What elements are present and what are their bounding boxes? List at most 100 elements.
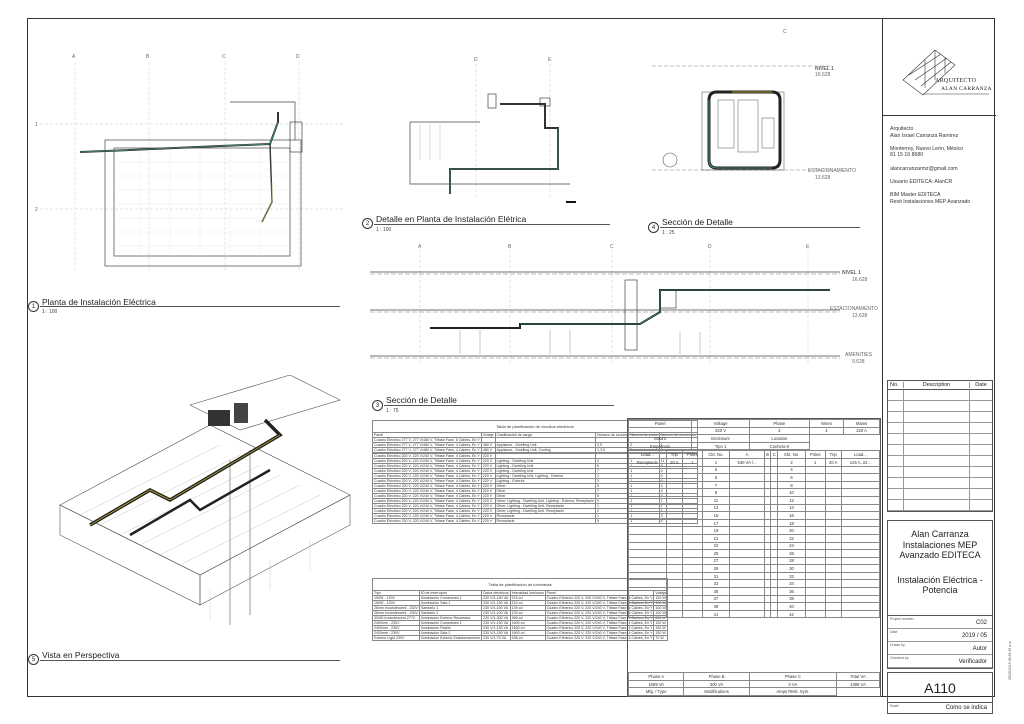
revision-cell bbox=[904, 401, 970, 411]
panel-cell bbox=[770, 488, 779, 497]
info-line bbox=[890, 185, 992, 192]
panel-cell: 17 bbox=[701, 518, 731, 528]
panel-cell: 29 bbox=[701, 564, 731, 573]
table-cell: Cuadro Eléctrico 220 V, 220 V/240 V, Tri… bbox=[544, 635, 655, 641]
revision-cell bbox=[970, 500, 992, 510]
panel-cell bbox=[665, 541, 683, 551]
panel-cell: 18 bbox=[777, 518, 806, 528]
panel-cell bbox=[628, 473, 667, 482]
revision-row bbox=[888, 390, 992, 401]
revision-cell bbox=[888, 489, 904, 499]
panel-cell bbox=[824, 533, 842, 543]
panel-cell bbox=[628, 541, 667, 551]
panel-cell bbox=[824, 480, 842, 490]
grid-label-a: A bbox=[418, 244, 422, 250]
revision-cell bbox=[904, 423, 970, 433]
panel-cell bbox=[665, 549, 683, 558]
panel-cell: 30 bbox=[777, 564, 806, 573]
panel-head-value bbox=[627, 426, 693, 436]
panel-cell bbox=[729, 587, 765, 596]
panel-cell bbox=[840, 488, 881, 497]
sheet-number: A110 bbox=[887, 672, 993, 703]
panel-cell: 31 bbox=[701, 571, 731, 581]
level-nivel-label: NIVEL 1 bbox=[815, 66, 834, 72]
panel-cell: 25 bbox=[701, 549, 731, 558]
panel-head-label: Mains bbox=[843, 419, 880, 428]
panel-cell bbox=[770, 457, 779, 467]
table-cell: 220 V bbox=[480, 518, 496, 524]
panel-cell: 5 bbox=[701, 473, 731, 482]
panel-phase-label: Phase A bbox=[627, 672, 685, 681]
panel-cell bbox=[840, 541, 881, 551]
panel-cell bbox=[681, 602, 703, 611]
panel-cell bbox=[824, 556, 842, 566]
viewport-3-title: Sección de Detalle bbox=[386, 395, 457, 405]
panel-head-value: 220 A bbox=[843, 426, 880, 436]
info-line bbox=[890, 172, 992, 179]
panel-cell bbox=[729, 533, 765, 543]
panel-cell bbox=[804, 564, 826, 573]
panel-cell bbox=[681, 488, 703, 497]
panel-phase-value: 1388 VA bbox=[836, 679, 880, 689]
panel-column-header: Load... bbox=[628, 450, 667, 459]
panel-cell: 24 bbox=[777, 541, 806, 551]
revision-cell bbox=[970, 390, 992, 400]
level-nivel-elevation: 16.628 bbox=[815, 72, 831, 78]
panel-cell: 1 bbox=[681, 457, 703, 467]
panel-cell bbox=[729, 602, 765, 611]
panel-cell bbox=[770, 549, 779, 558]
panel-cell bbox=[770, 503, 779, 513]
lighting-schedule-title: Tabla de planificación de luminarias bbox=[371, 578, 669, 591]
panel-cell bbox=[729, 609, 765, 619]
revision-cell bbox=[888, 500, 904, 510]
panel-column-header: Poles bbox=[681, 450, 703, 459]
panel-cell: 9 bbox=[701, 488, 731, 497]
table-cell: 26mm Incandescent - 230V bbox=[372, 610, 420, 616]
panel-head-label: Wires bbox=[808, 419, 845, 428]
revision-cell bbox=[904, 390, 970, 400]
viewport-1-number: 1 bbox=[28, 301, 39, 312]
checked-by-row: Checked by Verificador bbox=[888, 655, 992, 668]
panel-cell bbox=[770, 602, 779, 611]
revision-row bbox=[888, 434, 992, 445]
info-line: 81 15 16 8680 bbox=[890, 152, 924, 159]
panel-cell bbox=[770, 609, 779, 619]
panel-cell: 15 bbox=[701, 511, 731, 520]
panel-cell bbox=[804, 609, 826, 619]
revision-cell bbox=[970, 401, 992, 411]
panel-cell bbox=[770, 465, 779, 475]
panel-cell bbox=[804, 465, 826, 475]
project-line: Alan Carranza bbox=[911, 529, 969, 539]
panel-cell: 13 bbox=[701, 503, 731, 513]
panel-cell bbox=[840, 503, 881, 513]
table-cell: 300W Incandescent 277V bbox=[372, 615, 420, 621]
panel-column-header: Trip bbox=[665, 450, 683, 459]
panel-cell: 10 bbox=[777, 488, 806, 497]
panel-cell bbox=[729, 556, 765, 566]
panel-cell bbox=[681, 495, 703, 505]
panel-cell bbox=[681, 541, 703, 551]
project-info-rows: Project number C02 Date 2019 / 05 Drawn … bbox=[887, 616, 993, 669]
panel-cell bbox=[840, 526, 881, 535]
level-amenities-label: AMENITIES bbox=[845, 352, 872, 358]
panel-cell bbox=[665, 533, 683, 543]
table-cell: 230 V/1-100 VA bbox=[481, 610, 511, 616]
revision-row bbox=[888, 467, 992, 478]
panel-cell: 2 bbox=[777, 457, 806, 467]
panel-cell: Receptacle bbox=[628, 457, 667, 467]
panel-cell bbox=[824, 594, 842, 604]
panel-cell: 11 bbox=[701, 495, 731, 505]
panel-cell bbox=[804, 473, 826, 482]
panel-cell bbox=[628, 480, 667, 490]
panel-column-header: A bbox=[729, 450, 765, 459]
revision-cell bbox=[888, 478, 904, 488]
